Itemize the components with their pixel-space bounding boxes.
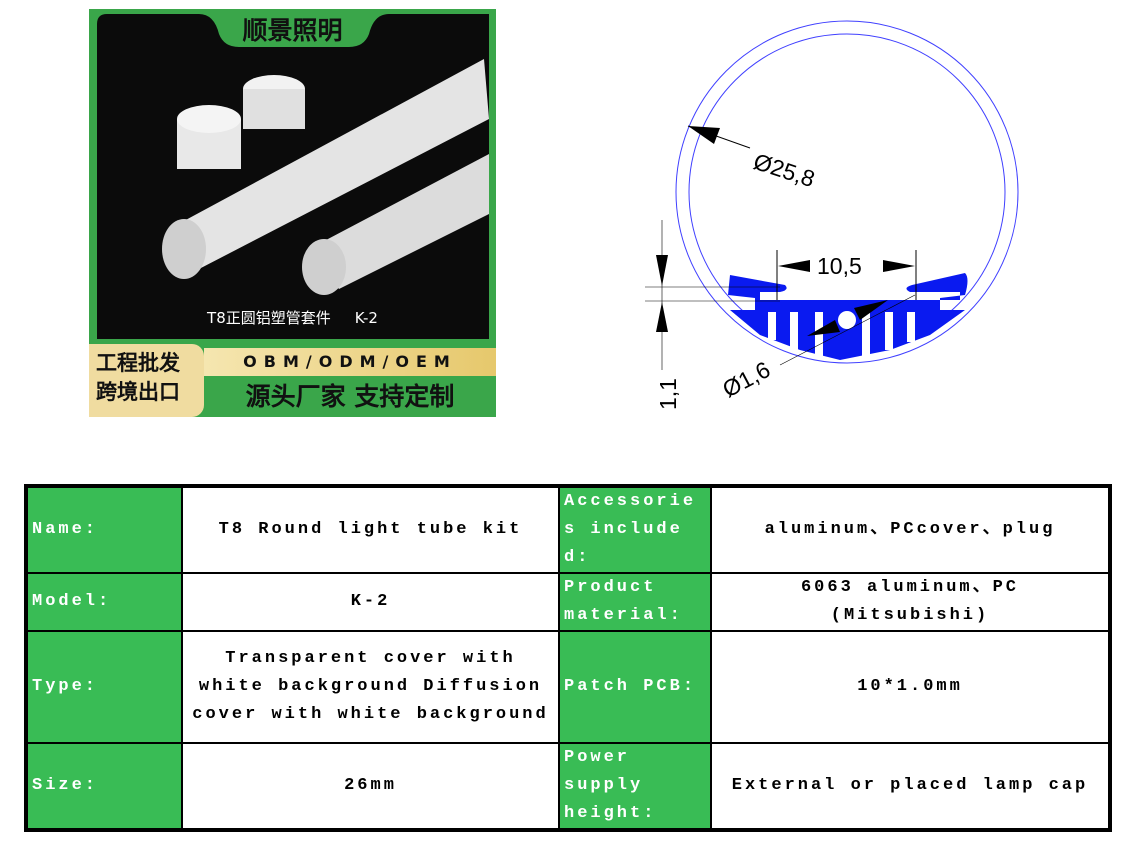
profile-diagram: Ø25,8 10,5 1,1 Ø1,6: [645, 20, 1019, 410]
label-pcb: Patch PCB:: [558, 630, 712, 744]
value-accessories: aluminum、PCcover、plug: [710, 485, 1111, 574]
label-type: Type:: [25, 630, 183, 744]
value-model: K-2: [181, 572, 560, 632]
label-size: Size:: [25, 742, 183, 831]
table-row: Model: K-2 Product material: 6063 alumin…: [25, 572, 1111, 632]
table-row: Name: T8 Round light tube kit Accessorie…: [25, 485, 1111, 574]
hole-diameter-label: Ø1,6: [718, 356, 774, 402]
outer-diameter-label: Ø25,8: [750, 148, 818, 192]
table-row: Size: 26mm Power supply height: External…: [25, 742, 1111, 831]
label-name: Name:: [25, 485, 183, 574]
slogan: 源头厂家 支持定制: [245, 382, 455, 411]
wholesale-badge: 工程批发跨境出口: [89, 344, 204, 417]
table-row: Type: Transparent cover with white backg…: [25, 630, 1111, 744]
label-accessories: Accessories included:: [558, 485, 712, 574]
value-size: 26mm: [181, 742, 560, 831]
spec-table: Name: T8 Round light tube kit Accessorie…: [24, 484, 1112, 832]
label-model: Model:: [25, 572, 183, 632]
brand-logo-text: 顺景照明: [242, 16, 343, 45]
label-power-height: Power supply height:: [558, 742, 712, 831]
value-name: T8 Round light tube kit: [181, 485, 560, 574]
product-illustration: [97, 14, 489, 339]
label-material: Product material:: [558, 572, 712, 632]
value-pcb: 10*1.0mm: [710, 630, 1111, 744]
value-type: Transparent cover with white background …: [181, 630, 560, 744]
width-label: 10,5: [817, 253, 862, 279]
oem-banner: OBM/ODM/OEM: [204, 348, 496, 376]
value-material: 6063 aluminum、PC (Mitsubishi): [710, 572, 1111, 632]
thickness-label: 1,1: [655, 378, 681, 410]
value-power-height: External or placed lamp cap: [710, 742, 1111, 831]
